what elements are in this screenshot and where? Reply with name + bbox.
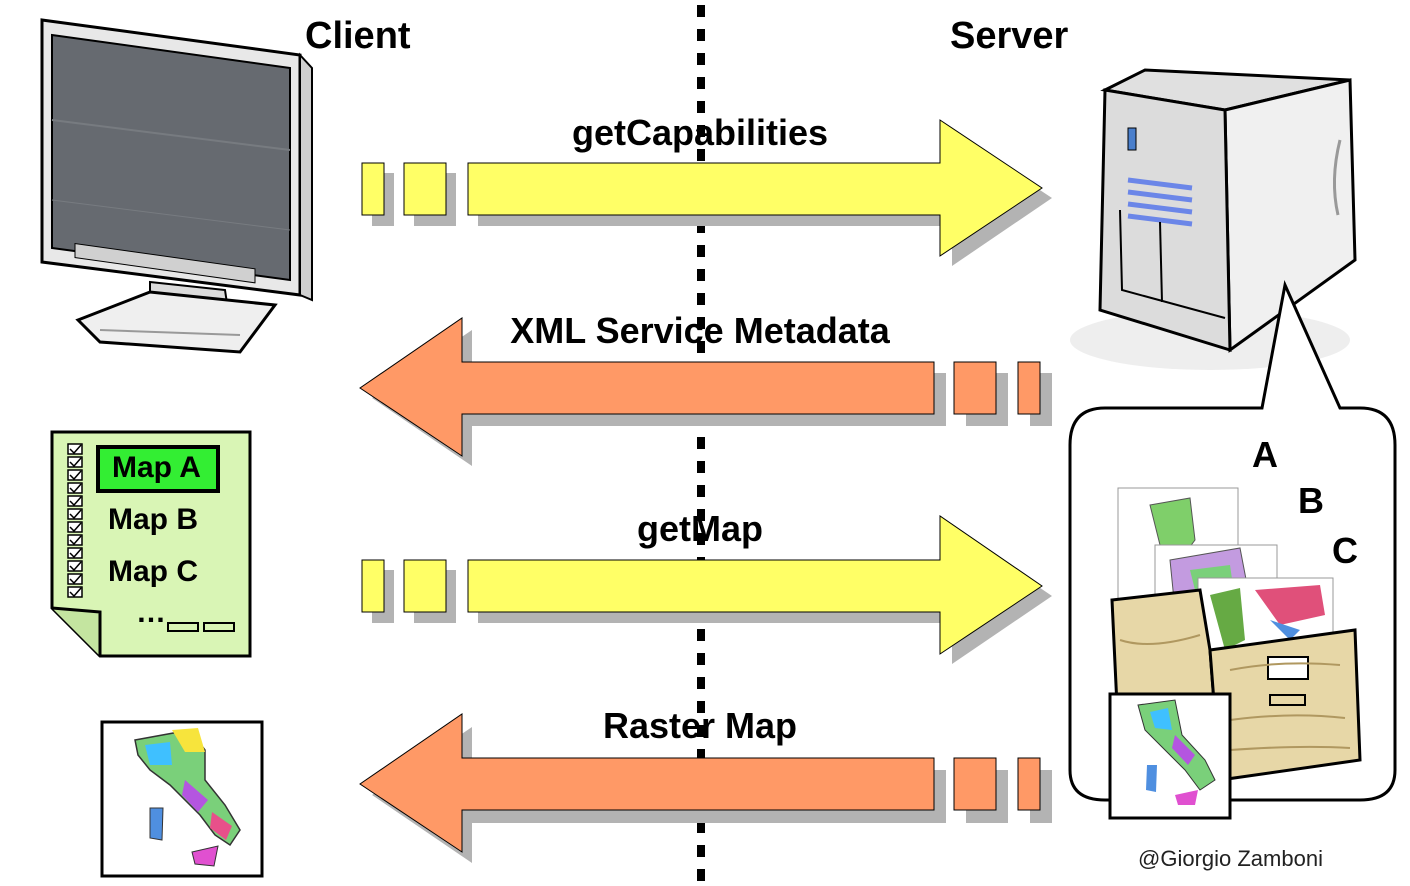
checkmark-icon bbox=[69, 522, 82, 533]
checkmark-icon bbox=[69, 587, 82, 598]
request-arrow-getcapabilities bbox=[361, 119, 1052, 266]
capabilities-document bbox=[50, 430, 252, 658]
checkbox-icon bbox=[67, 469, 83, 481]
capabilities-item-map-b: Map B bbox=[108, 503, 198, 536]
checkbox-icon bbox=[67, 508, 83, 520]
catalog-letter-c: C bbox=[1332, 530, 1358, 571]
server-header: Server bbox=[950, 15, 1069, 57]
server-output-map bbox=[1108, 692, 1232, 820]
server-tower-icon bbox=[1070, 68, 1357, 370]
checkmark-icon bbox=[69, 548, 82, 559]
arrow-label-getmap: getMap bbox=[637, 508, 763, 549]
checkbox-icon bbox=[67, 443, 83, 455]
checkbox-icon bbox=[67, 560, 83, 572]
checkbox-column bbox=[67, 443, 83, 598]
request-arrow-getmap bbox=[361, 515, 1052, 664]
arrow-label-xml-metadata: XML Service Metadata bbox=[510, 310, 890, 351]
response-arrow-xml-metadata bbox=[359, 317, 1052, 466]
checkbox-icon bbox=[67, 586, 83, 598]
checkbox-icon bbox=[67, 521, 83, 533]
catalog-letter-a: A bbox=[1252, 434, 1278, 475]
checkmark-icon bbox=[69, 561, 82, 572]
checkmark-icon bbox=[69, 470, 82, 481]
checkbox-icon bbox=[67, 547, 83, 559]
capabilities-item-map-c: Map C bbox=[108, 555, 198, 588]
checkmark-icon bbox=[69, 496, 82, 507]
checkmark-icon bbox=[69, 444, 82, 455]
checkbox-icon bbox=[67, 573, 83, 585]
client-header: Client bbox=[305, 15, 411, 57]
client-monitor-icon bbox=[40, 18, 313, 354]
arrow-label-getcapabilities: getCapabilities bbox=[571, 112, 829, 153]
checkmark-icon bbox=[69, 509, 82, 520]
author-credit: @Giorgio Zamboni bbox=[1138, 846, 1323, 871]
checkbox-icon bbox=[67, 534, 83, 546]
checkmark-icon bbox=[69, 535, 82, 546]
capabilities-ellipsis: … bbox=[136, 596, 166, 629]
client-raster-map bbox=[100, 720, 264, 878]
checkmark-icon bbox=[69, 483, 82, 494]
checkmark-icon bbox=[69, 574, 82, 585]
checkbox-icon bbox=[67, 456, 83, 468]
checkbox-icon bbox=[67, 495, 83, 507]
checkmark-icon bbox=[69, 457, 82, 468]
checkbox-icon bbox=[67, 482, 83, 494]
capabilities-item-map-a: Map A bbox=[112, 451, 201, 484]
response-arrow-raster-map bbox=[359, 713, 1052, 863]
catalog-letter-b: B bbox=[1298, 480, 1324, 521]
arrow-label-raster-map: Raster Map bbox=[602, 705, 798, 746]
